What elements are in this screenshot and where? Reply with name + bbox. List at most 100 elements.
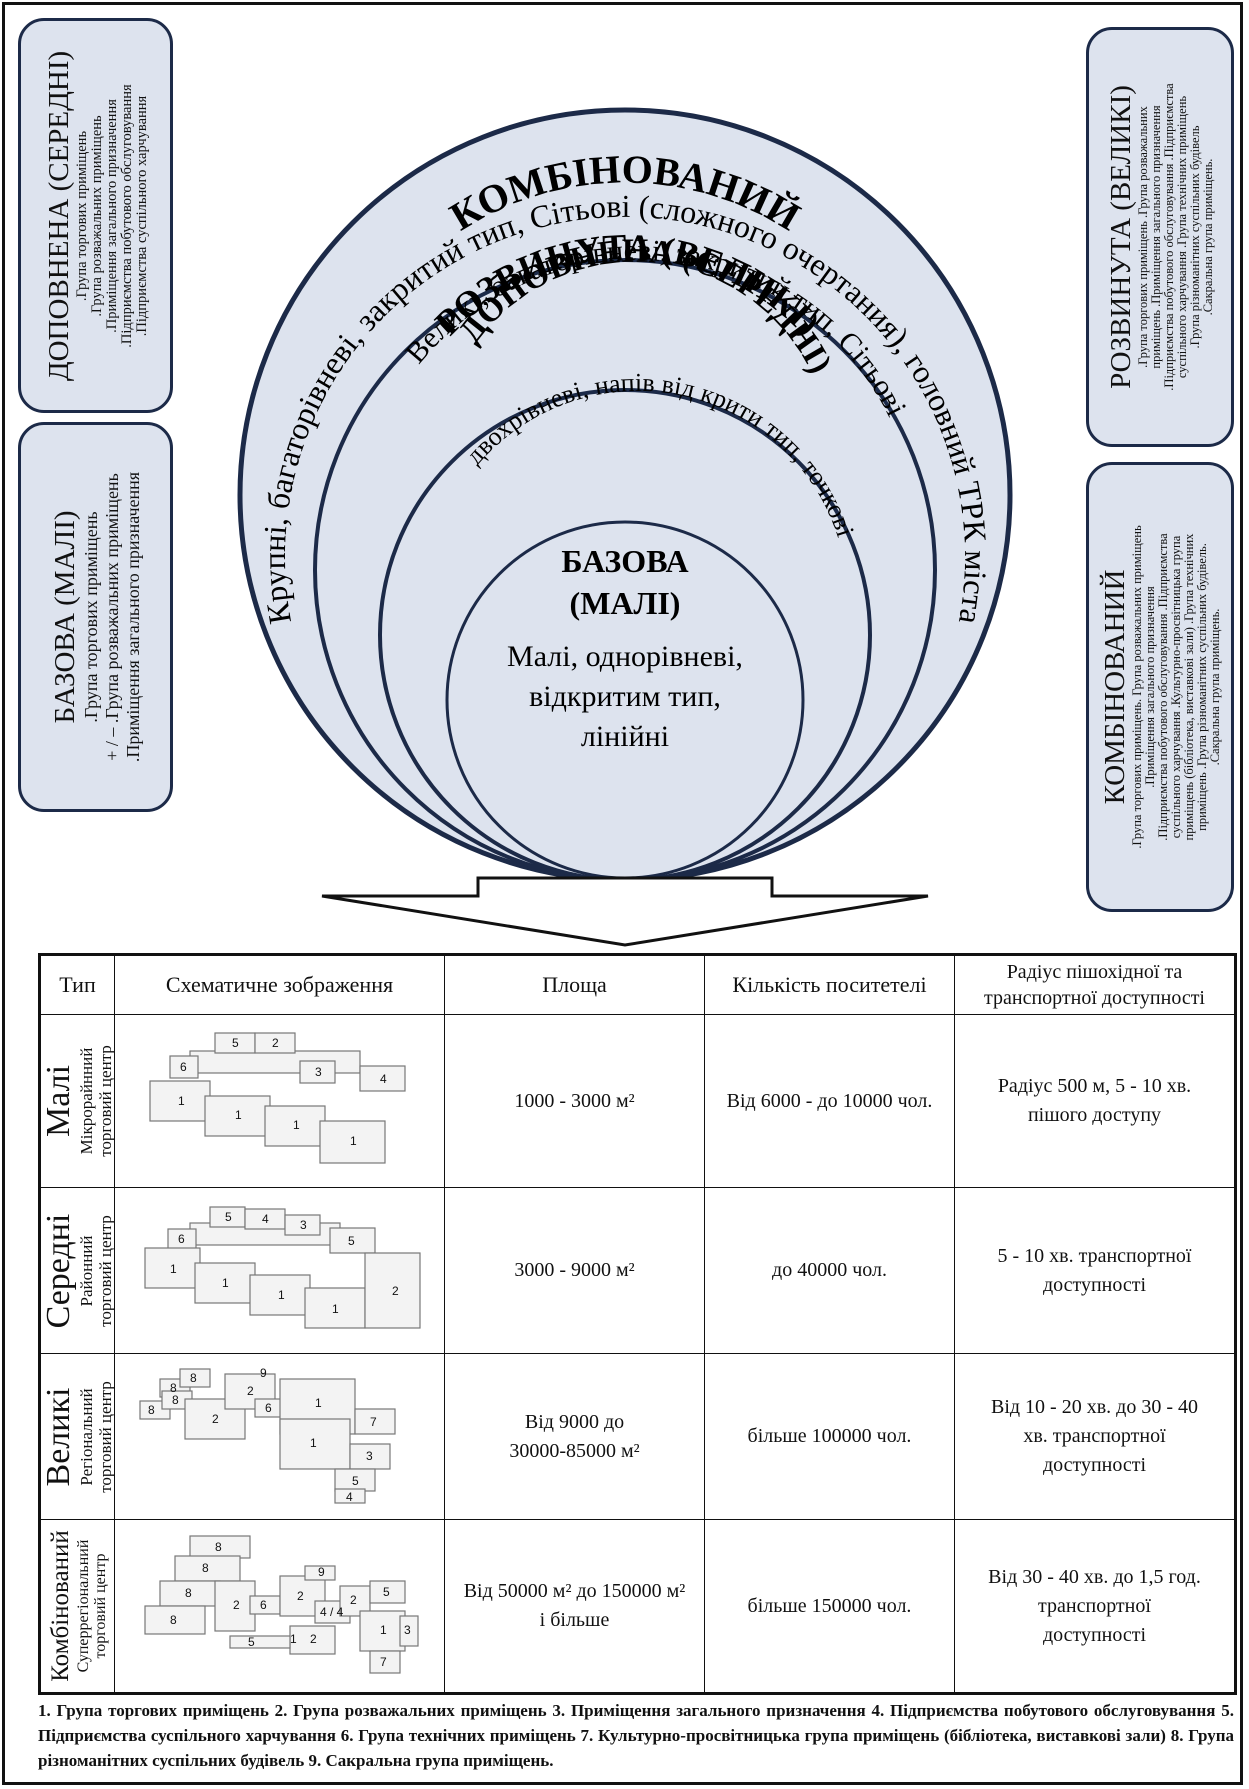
- type-label: Малі: [39, 1064, 77, 1138]
- svg-text:4 / 4: 4 / 4: [320, 1605, 344, 1619]
- inner-line: відкритим тип,: [529, 680, 721, 713]
- svg-text:6: 6: [260, 1598, 267, 1612]
- svg-text:4: 4: [380, 1072, 387, 1086]
- svg-text:1: 1: [170, 1262, 177, 1276]
- radius-line: Радіус 500 м, 5 - 10 хв.: [997, 1075, 1192, 1097]
- area-cell: 1000 - 3000 м²: [444, 1014, 705, 1188]
- type-cell: Комбінований Суперрегіональний торговий …: [39, 1519, 115, 1694]
- box-basic-small: БАЗОВА (МАЛІ) .Група торгових приміщень …: [18, 422, 173, 812]
- radius-cell: Радіус 500 м, 5 - 10 хв. пішого доступу: [954, 1014, 1236, 1188]
- svg-text:5: 5: [352, 1474, 359, 1488]
- type-label: Середні: [39, 1213, 77, 1328]
- svg-text:2: 2: [272, 1036, 279, 1050]
- visitors-cell: більше 100000 чол.: [704, 1353, 955, 1520]
- box-combined: КОМБІНОВАНИЙ .Група торгових приміщень. …: [1086, 462, 1234, 912]
- subtype-label: торговий центр: [95, 1380, 115, 1493]
- svg-text:8: 8: [202, 1561, 209, 1575]
- svg-text:1: 1: [332, 1302, 339, 1316]
- inner-line: Малі, однорівневі,: [507, 640, 743, 673]
- svg-text:2: 2: [212, 1412, 219, 1426]
- radius-line: Від 30 - 40 хв. до 1,5 год.: [988, 1565, 1201, 1588]
- radius-line: пішого доступу: [1027, 1104, 1162, 1126]
- table-header-row: Тип Схематичне зображення Площа Кількіст…: [39, 954, 1236, 1015]
- subtype-label: Регіональний: [76, 1387, 96, 1486]
- inner-title: БАЗОВА: [561, 543, 688, 579]
- radius-line: Від 10 - 20 хв. до 30 - 40: [990, 1396, 1198, 1418]
- box-supplemented-medium: ДОПОВНЕНА (СЕРЕДНІ) .Група торгових прим…: [18, 18, 173, 413]
- svg-text:5: 5: [232, 1036, 239, 1050]
- area-line: Від 9000 до: [524, 1410, 625, 1433]
- svg-text:2: 2: [392, 1284, 399, 1298]
- svg-text:3: 3: [366, 1449, 373, 1463]
- svg-text:1: 1: [293, 1118, 300, 1132]
- radius-cell: Від 10 - 20 хв. до 30 - 40 хв. транспорт…: [954, 1353, 1236, 1520]
- svg-text:7: 7: [380, 1655, 387, 1669]
- radius-cell: Від 30 - 40 хв. до 1,5 год. транспортної…: [954, 1519, 1236, 1694]
- area-cell: Від 9000 до 30000-85000 м²: [444, 1353, 705, 1520]
- svg-text:8: 8: [170, 1381, 177, 1395]
- radius-cell: 5 - 10 хв. транспортної доступності: [954, 1187, 1236, 1354]
- svg-text:3: 3: [300, 1218, 307, 1232]
- inner-title: (МАЛІ): [570, 585, 681, 621]
- box-developed-large: РОЗВИНУТА (ВЕЛИКІ) .Група торгових примі…: [1086, 27, 1234, 447]
- subtype-label: торговий центр: [91, 1553, 109, 1659]
- header-visitors: Кількість поситетелі: [704, 954, 955, 1015]
- svg-text:8: 8: [172, 1393, 179, 1407]
- svg-text:5: 5: [248, 1635, 255, 1649]
- visitors-cell: більше 150000 чол.: [704, 1519, 955, 1694]
- visitors-cell: Від 6000 - до 10000 чол.: [704, 1014, 955, 1188]
- type-cell: Малі Мікрорайнний торговий центр: [39, 1014, 115, 1188]
- header-type: Тип: [39, 954, 115, 1015]
- svg-text:5: 5: [348, 1234, 355, 1248]
- header-schema: Схематичне зображення: [114, 954, 445, 1015]
- subtype-label: Районний: [76, 1235, 96, 1306]
- svg-text:6: 6: [265, 1401, 272, 1415]
- svg-text:1: 1: [278, 1288, 285, 1302]
- shopping-centers-table: Тип Схематичне зображення Площа Кількіст…: [38, 953, 1237, 1695]
- radius-line: хв. транспортної: [1023, 1425, 1166, 1447]
- svg-text:1: 1: [380, 1623, 387, 1637]
- svg-text:8: 8: [170, 1613, 177, 1627]
- subtype-label: Мікрорайнний: [76, 1047, 96, 1155]
- inner-line: лінійні: [581, 720, 669, 753]
- svg-text:1: 1: [235, 1108, 242, 1122]
- area-line: 30000-85000 м²: [509, 1439, 640, 1462]
- svg-text:2: 2: [297, 1589, 304, 1603]
- header-radius: Радіус пішохідної та транспортної доступ…: [954, 954, 1236, 1015]
- subtype-label: торговий центр: [95, 1214, 115, 1327]
- area-cell: 3000 - 9000 м²: [444, 1187, 705, 1354]
- svg-text:8: 8: [215, 1540, 222, 1554]
- radius-line: доступності: [1042, 1623, 1147, 1646]
- svg-text:2: 2: [350, 1593, 357, 1607]
- svg-text:8: 8: [190, 1371, 197, 1385]
- type-label: Комбінований: [46, 1530, 74, 1682]
- table-row: Комбінований Суперрегіональний торговий …: [39, 1519, 1236, 1694]
- area-line: Від 50000 м² до 150000 м²: [463, 1580, 686, 1602]
- svg-text:2: 2: [247, 1384, 254, 1398]
- header-area: Площа: [444, 954, 705, 1015]
- down-arrow: [321, 876, 929, 947]
- svg-text:1: 1: [310, 1436, 317, 1450]
- svg-text:1: 1: [290, 1632, 297, 1646]
- svg-text:6: 6: [180, 1060, 187, 1074]
- svg-text:9: 9: [260, 1366, 267, 1380]
- svg-text:4: 4: [262, 1212, 269, 1226]
- svg-text:8: 8: [185, 1586, 192, 1600]
- type-label: Великі: [39, 1387, 77, 1486]
- type-cell: Середні Районний торговий центр: [39, 1187, 115, 1354]
- visitors-cell: до 40000 чол.: [704, 1187, 955, 1354]
- svg-text:2: 2: [310, 1632, 317, 1646]
- svg-text:1: 1: [350, 1134, 357, 1148]
